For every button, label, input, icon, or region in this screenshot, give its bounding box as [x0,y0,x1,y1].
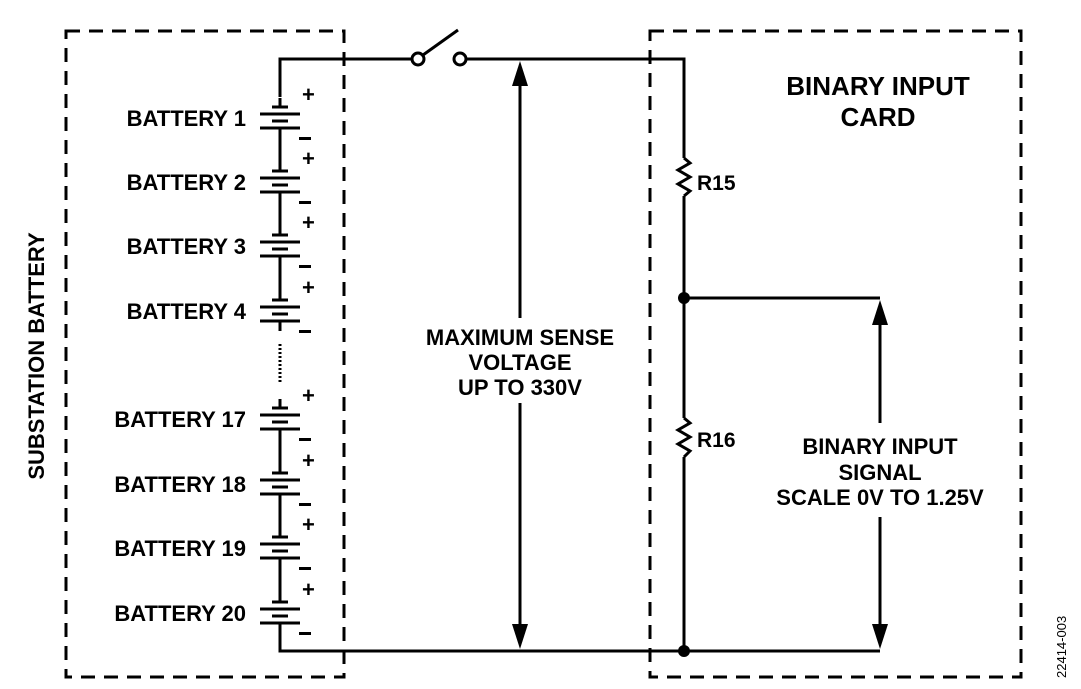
battery-plus-sign: + [302,448,315,473]
top-wire-left [278,57,412,97]
battery-minus-sign [299,330,311,333]
battery-minus-sign [299,503,311,506]
bottom-wire [278,626,880,653]
substation-battery-box [64,29,346,679]
substation-title: SUBSTATION BATTERY [24,232,49,480]
battery-label: BATTERY 3 [127,234,246,259]
signal-line3: SCALE 0V TO 1.25V [776,485,984,510]
battery-minus-sign [299,567,311,570]
battery-6-symbol: + BATTERY 18 [114,448,315,506]
battery-plus-sign: + [302,577,315,602]
battery-minus-sign [299,265,311,268]
battery-5-symbol: + BATTERY 17 [114,383,315,441]
signal-line1: BINARY INPUT [802,434,958,459]
battery-plus-sign: + [302,146,315,171]
battery-plus-sign: + [302,210,315,235]
signal-arrow-icon [872,300,888,649]
battery-label: BATTERY 20 [114,601,246,626]
battery-2-symbol: + BATTERY 2 [127,146,315,204]
sense-line1: MAXIMUM SENSE [426,325,614,350]
battery-8-symbol: + BATTERY 20 [114,577,315,635]
battery-label: BATTERY 17 [114,407,246,432]
battery-label: BATTERY 18 [114,472,246,497]
sense-line2: VOLTAGE [468,350,571,375]
battery-plus-sign: + [302,275,315,300]
sense-line3: UP TO 330V [458,375,582,400]
battery-plus-sign: + [302,383,315,408]
r15-label: R15 [697,172,736,195]
battery-minus-sign [299,438,311,441]
battery-label: BATTERY 2 [127,170,246,195]
battery-plus-sign: + [302,82,315,107]
battery-label: BATTERY 19 [114,536,246,561]
battery-stack: + BATTERY 1 + BATTERY 2 + BATTERY 3 + BATTERY 4… [114,82,315,635]
battery-plus-sign: + [302,512,315,537]
battery-label: BATTERY 4 [127,299,247,324]
resistor-r15-icon [675,156,693,198]
r16-label: R16 [697,429,736,452]
battery-1-symbol: + BATTERY 1 [127,82,315,140]
battery-7-symbol: + BATTERY 19 [114,512,315,570]
sense-voltage-arrow-icon [512,61,528,649]
switch-icon [410,28,468,67]
battery-minus-sign [299,201,311,204]
battery-minus-sign [299,632,311,635]
binary-input-card-box [648,29,1023,679]
battery-minus-sign [299,137,311,140]
battery-3-symbol: + BATTERY 3 [127,210,315,268]
battery-label: BATTERY 1 [127,106,246,131]
battery-4-symbol: + BATTERY 4 [127,275,315,333]
card-title-line1: BINARY INPUT [786,71,970,101]
figure-number: 22414-003 [1054,616,1069,678]
card-title-line2: CARD [840,102,915,132]
signal-line2: SIGNAL [838,460,921,485]
resistor-r16-icon [675,416,693,459]
top-wire-right [466,57,686,158]
